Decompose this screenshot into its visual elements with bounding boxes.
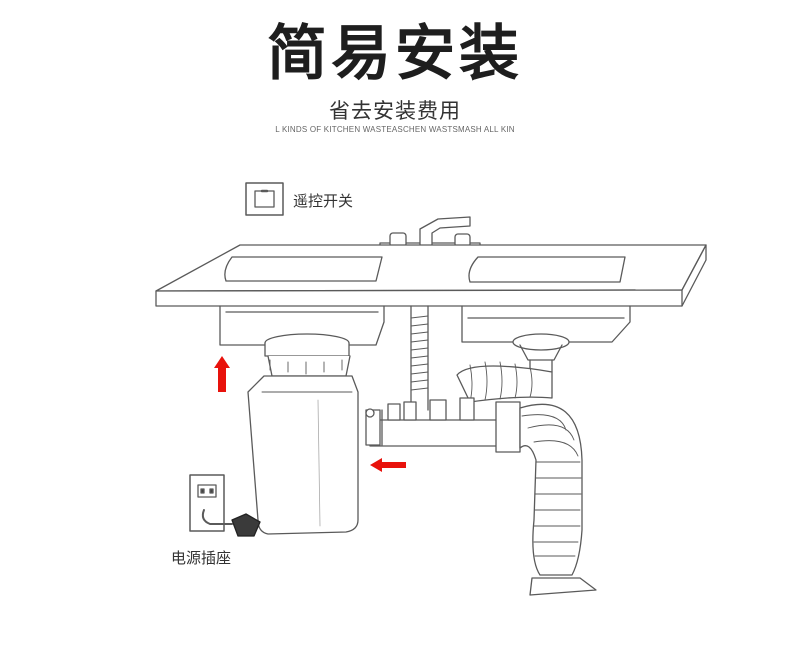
supply-hose bbox=[410, 305, 429, 411]
power-socket-icon bbox=[189, 474, 261, 537]
drain-strainer bbox=[512, 333, 570, 373]
drain-pipe bbox=[365, 361, 597, 596]
page-title: 简易安装 bbox=[267, 19, 523, 89]
countertop bbox=[155, 244, 707, 307]
sink-basins bbox=[219, 305, 631, 346]
left-arrow-icon bbox=[370, 458, 406, 472]
power-socket-label: 电源插座 bbox=[171, 549, 232, 567]
page-subtitle: 省去安装费用 bbox=[329, 99, 461, 123]
remote-switch-icon bbox=[245, 182, 284, 216]
page-tagline: L KINDS OF KITCHEN WASTEASCHEN WASTSMASH… bbox=[275, 125, 515, 134]
remote-switch-label: 遥控开关 bbox=[293, 192, 354, 210]
up-arrow-icon bbox=[214, 356, 230, 392]
waste-disposer bbox=[247, 333, 359, 535]
